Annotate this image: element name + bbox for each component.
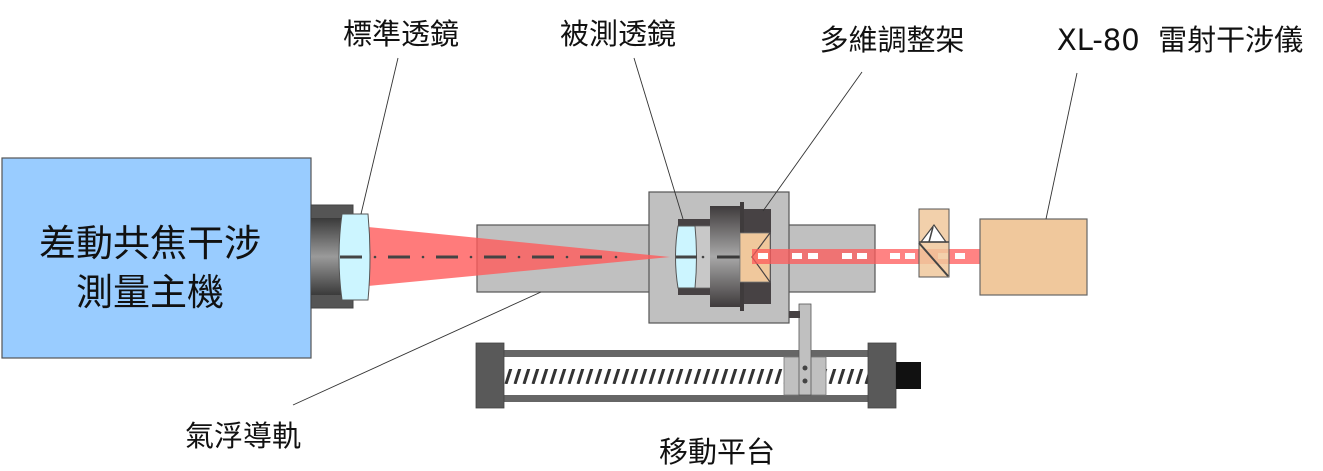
- label-stage: 移動平台: [659, 435, 775, 469]
- beam-splitter: [918, 208, 950, 278]
- host-label-line2: 測量主機: [76, 271, 224, 314]
- label-test-lens: 被測透鏡: [560, 17, 676, 51]
- leader-mount: [762, 71, 863, 212]
- leader-test-lens: [633, 57, 684, 220]
- linear-stage: [475, 303, 921, 409]
- leader-laser: [1045, 72, 1078, 220]
- leader-reference-lens: [360, 57, 399, 215]
- host-box: [1, 157, 312, 359]
- label-mount: 多維調整架: [819, 23, 964, 57]
- motor: [896, 362, 921, 389]
- label-laser: XL-80 雷射干涉儀: [1057, 23, 1303, 57]
- stage-post: [798, 303, 812, 396]
- leader-lines: [292, 57, 1078, 406]
- lead-screw: [504, 369, 869, 384]
- leader-air-rail: [292, 291, 542, 406]
- host-machine: 差動共焦干涉 測量主機: [1, 157, 312, 359]
- label-reference-lens: 標準透鏡: [343, 17, 459, 51]
- host-label-line1: 差動共焦干涉: [39, 222, 261, 265]
- xl80-laser-head: [979, 218, 1088, 296]
- label-air-rail: 氣浮導軌: [185, 419, 301, 453]
